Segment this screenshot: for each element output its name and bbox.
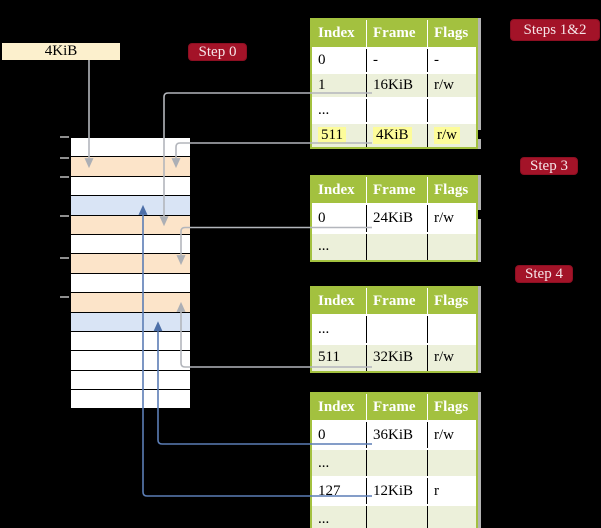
memory-row-12-white xyxy=(71,370,190,391)
memory-tick xyxy=(60,176,69,178)
header-cell-flags: Flags xyxy=(434,398,469,415)
cell: r/w xyxy=(434,209,454,226)
highlighted-value: 4KiB xyxy=(373,127,412,144)
header-cell-index: Index xyxy=(312,394,367,420)
memory-row-7-white xyxy=(71,273,190,294)
cell: ... xyxy=(312,316,367,343)
header-cell-frame: Frame xyxy=(367,177,428,203)
black-notch xyxy=(478,130,482,139)
memory-row-6-peach xyxy=(71,254,190,274)
header-cell-frame: Frame xyxy=(367,288,428,314)
memory-tick xyxy=(60,156,69,159)
header-cell-flags: Flags xyxy=(434,25,469,41)
header-cell-frame: Frame xyxy=(367,20,428,47)
memory-row-2-white xyxy=(71,176,190,197)
page-table-step-3-row-1: ... xyxy=(312,233,476,261)
memory-tick xyxy=(60,214,69,217)
black-notch xyxy=(478,210,482,219)
memory-row-0-white xyxy=(71,138,190,158)
cell xyxy=(428,99,476,122)
cell: ... xyxy=(312,506,367,528)
cell: ... xyxy=(312,233,367,260)
header-cell-flags: Flags xyxy=(434,292,469,309)
memory-row-11-white xyxy=(71,351,190,371)
page-table-final-row-1: ... xyxy=(312,450,476,478)
cell: r/w xyxy=(434,349,454,366)
highlighted-value: r/w xyxy=(434,127,460,144)
cell xyxy=(428,506,476,528)
memory-tick xyxy=(60,136,69,138)
cell: - xyxy=(434,52,439,68)
cell: - xyxy=(367,49,428,72)
cell: 0 xyxy=(312,49,367,72)
header-cell-index: Index xyxy=(312,177,367,203)
cell xyxy=(428,450,476,476)
physical-memory-stack xyxy=(70,137,191,410)
header-cell-index: Index xyxy=(312,20,367,47)
page-table-steps-1-2-row-0: 0-- xyxy=(312,49,476,74)
memory-row-8-peach xyxy=(71,293,190,313)
cell xyxy=(367,506,428,528)
cell: r/w xyxy=(434,77,454,93)
cell xyxy=(367,450,428,476)
cell xyxy=(367,233,428,260)
cell xyxy=(367,316,428,343)
cell xyxy=(428,234,476,261)
cell: 0 xyxy=(312,422,367,448)
cell: 12KiB xyxy=(367,478,428,504)
memory-tick xyxy=(60,296,69,298)
cell: 16KiB xyxy=(367,74,428,97)
cell: 511 xyxy=(312,344,367,371)
cell: 127 xyxy=(312,478,367,504)
memory-row-10-white xyxy=(71,331,190,352)
memory-row-5-white xyxy=(71,234,190,255)
cell: ... xyxy=(312,99,367,122)
cell: r/w xyxy=(428,124,476,147)
memory-row-9-blue xyxy=(71,312,190,332)
cell: 24KiB xyxy=(367,205,428,232)
cell xyxy=(428,316,476,343)
frame-4kib-label: 4KiB xyxy=(2,43,120,60)
header-cell-index: Index xyxy=(312,288,367,314)
memory-row-3-blue xyxy=(71,196,190,216)
memory-tick xyxy=(60,256,69,259)
highlighted-value: 511 xyxy=(318,127,346,144)
cell: r xyxy=(434,482,439,499)
cell: ... xyxy=(312,450,367,476)
memory-row-13-white xyxy=(71,390,190,409)
memory-row-4-peach xyxy=(71,215,190,235)
badge-step-4: Step 4 xyxy=(515,265,573,283)
cell: 32KiB xyxy=(367,344,428,371)
cell: 36KiB xyxy=(367,422,428,448)
cell: 0 xyxy=(312,205,367,232)
page-table-steps-1-2-row-2: ... xyxy=(312,99,476,124)
badge-step-0: Step 0 xyxy=(188,43,247,61)
cell: r/w xyxy=(434,426,454,443)
page-table-step-4-row-0: ... xyxy=(312,316,476,345)
badge-step-3: Step 3 xyxy=(520,157,578,175)
cell xyxy=(367,99,428,122)
header-cell-frame: Frame xyxy=(367,394,428,420)
cell: 1 xyxy=(312,74,367,97)
cell: 511 xyxy=(312,124,367,147)
cell: 4KiB xyxy=(367,124,428,147)
memory-row-1-peach xyxy=(71,157,190,177)
badge-steps-1-2: Steps 1&2 xyxy=(510,19,600,41)
page-table-steps-1-2-row-3: 511 4KiB r/w xyxy=(312,124,476,147)
header-cell-flags: Flags xyxy=(434,181,469,198)
page-table-final-row-3: ... xyxy=(312,506,476,528)
